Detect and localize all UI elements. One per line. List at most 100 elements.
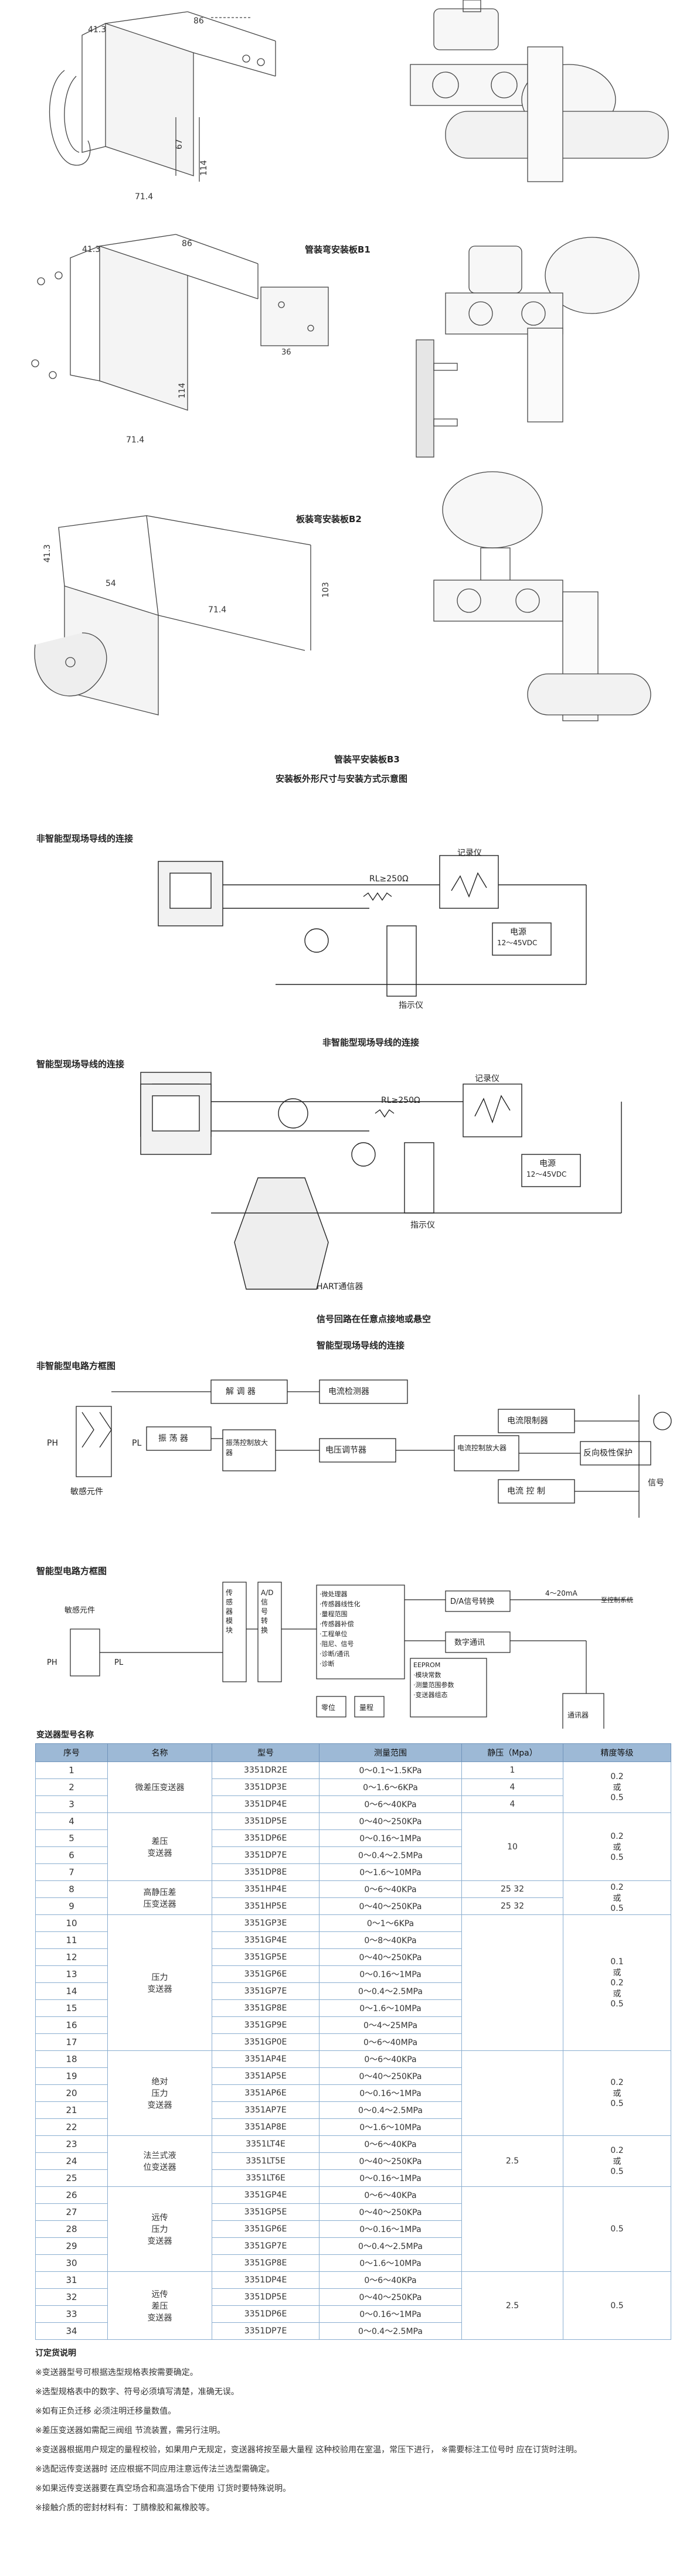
cell-no: 21 bbox=[35, 2101, 108, 2119]
th-range: 测量范围 bbox=[319, 1743, 462, 1762]
cell-model: 3351AP6E bbox=[212, 2084, 319, 2102]
cell-range: 0～1.6～10MPa bbox=[319, 1999, 462, 2017]
b1-caption: 管装弯安装板B1 bbox=[305, 244, 371, 255]
cell-no: 14 bbox=[35, 1982, 108, 2000]
cell-accuracy: 0.1 或 0.2 或 0.5 bbox=[563, 1914, 671, 2051]
cell-pressure: 4 bbox=[461, 1778, 563, 1796]
svg-text:67: 67 bbox=[175, 139, 184, 149]
svg-text:36: 36 bbox=[281, 348, 291, 357]
cell-pressure: 2.5 bbox=[461, 2135, 563, 2187]
current-detector-label: 电流检测器 bbox=[328, 1387, 369, 1396]
th-name: 名称 bbox=[107, 1743, 212, 1762]
comm-label: 数字通讯 bbox=[454, 1638, 485, 1647]
cell-no: 32 bbox=[35, 2288, 108, 2306]
pl-label: PL bbox=[132, 1439, 142, 1448]
cell-model: 3351HP5E bbox=[212, 1897, 319, 1915]
non-smart-circuit-diagram bbox=[76, 1379, 672, 1518]
current-limiter-label: 电流限制器 bbox=[507, 1416, 548, 1426]
current-amp-label: 电流控制放大器 bbox=[457, 1444, 507, 1452]
indicator-label-1: 指示仪 bbox=[399, 1001, 423, 1010]
svg-text:41.3: 41.3 bbox=[43, 544, 52, 563]
cell-range: 0～0.1～1.5KPa bbox=[319, 1761, 462, 1779]
cell-range: 0～6～40KPa bbox=[319, 2050, 462, 2068]
cell-range: 0～0.16～1MPa bbox=[319, 2305, 462, 2323]
cell-range: 0～0.4～2.5MPa bbox=[319, 1846, 462, 1864]
recorder-label-1: 记录仪 bbox=[457, 849, 482, 858]
cell-model: 3351DP6E bbox=[212, 2305, 319, 2323]
cell-model: 3351DP6E bbox=[212, 1829, 319, 1847]
eeprom-item: ·测量范围参数 bbox=[413, 1681, 454, 1689]
note-line: ※变送器型号可根据选型规格表按需要确定。 bbox=[35, 2368, 198, 2377]
cell-no: 30 bbox=[35, 2254, 108, 2272]
svg-text:41.3: 41.3 bbox=[82, 245, 100, 254]
cell-model: 3351DP7E bbox=[212, 1846, 319, 1864]
cell-range: 0～1～6KPa bbox=[319, 1914, 462, 1932]
cell-pressure: 2.5 bbox=[461, 2271, 563, 2340]
smart-wiring-diagram bbox=[140, 1083, 622, 1290]
note-line: ※如有正负迁移 必须注明迁移量数值。 bbox=[35, 2407, 176, 2416]
cell-pressure: 10 bbox=[461, 1812, 563, 1881]
cell-no: 3 bbox=[35, 1795, 108, 1813]
svg-text:41.3: 41.3 bbox=[88, 25, 106, 35]
smart-circuit-title: 智能型电路方框图 bbox=[36, 1566, 107, 1576]
ph-label: PH bbox=[47, 1439, 58, 1448]
note-line: ※如果远传变送器要在真空场合和高温场合下使用 订货时要特殊说明。 bbox=[35, 2484, 291, 2493]
cell-pressure: 25 32 bbox=[461, 1897, 563, 1915]
cell-no: 34 bbox=[35, 2322, 108, 2340]
cell-range: 0～1.6～10MPa bbox=[319, 2118, 462, 2136]
cell-no: 9 bbox=[35, 1897, 108, 1915]
cell-no: 28 bbox=[35, 2220, 108, 2238]
cell-name: 高静压差 压变送器 bbox=[107, 1880, 212, 1915]
cell-accuracy: 0.2 或 0.5 bbox=[563, 1812, 671, 1881]
cell-range: 0～0.16～1MPa bbox=[319, 2220, 462, 2238]
non-smart-wiring-caption: 非智能型现场导线的连接 bbox=[322, 1037, 420, 1048]
cell-no: 27 bbox=[35, 2203, 108, 2221]
cell-no: 20 bbox=[35, 2084, 108, 2102]
ad-label: A/D信号转换 bbox=[261, 1589, 274, 1634]
power-label-2: 电源 bbox=[539, 1159, 556, 1168]
cell-pressure bbox=[461, 1914, 563, 2051]
cell-range: 0～6～40KPa bbox=[319, 2271, 462, 2289]
out-label: 4～20mA bbox=[545, 1589, 577, 1597]
th-no: 序号 bbox=[35, 1743, 108, 1762]
cell-range: 0～0.4～2.5MPa bbox=[319, 2237, 462, 2255]
cell-accuracy: 0.2 或 0.5 bbox=[563, 1761, 671, 1813]
cell-model: 3351DP4E bbox=[212, 1795, 319, 1813]
cell-model: 3351AP8E bbox=[212, 2118, 319, 2136]
b2-caption: 板装弯安装板B2 bbox=[296, 514, 362, 524]
svg-text:71.4: 71.4 bbox=[135, 192, 153, 202]
cell-no: 31 bbox=[35, 2271, 108, 2289]
svg-text:103: 103 bbox=[321, 582, 331, 598]
transmitter-b1-drawing bbox=[410, 0, 669, 182]
cell-model: 3351GP8E bbox=[212, 2254, 319, 2272]
cell-range: 0～40～250KPa bbox=[319, 2203, 462, 2221]
note-line: ※差压变送器如需配三阀组 节流装置，需另行注明。 bbox=[35, 2426, 226, 2435]
cell-name: 微差压变送器 bbox=[107, 1761, 212, 1813]
cell-range: 0～0.4～2.5MPa bbox=[319, 2322, 462, 2340]
bracket-b3-drawing bbox=[34, 515, 311, 715]
sensor-module-label: 传感器模块 bbox=[226, 1589, 233, 1634]
svg-text:54: 54 bbox=[106, 579, 116, 588]
signal-label: 信号 bbox=[648, 1478, 664, 1488]
cell-accuracy: 0.2 或 0.5 bbox=[563, 2135, 671, 2187]
cell-name: 差压 变送器 bbox=[107, 1812, 212, 1881]
cell-no: 12 bbox=[35, 1948, 108, 1966]
reverse-prot-label: 反向极性保护 bbox=[583, 1449, 633, 1458]
micro-list: ·微处理器 ·传感器线性化 ·量程范围 ·传感器补偿 ·工程单位 ·阻尼、信号 … bbox=[319, 1589, 361, 1669]
cell-range: 0～0.16～1MPa bbox=[319, 1965, 462, 1983]
cell-pressure: 1 bbox=[461, 1761, 563, 1779]
svg-text:114: 114 bbox=[178, 383, 187, 398]
cell-no: 26 bbox=[35, 2186, 108, 2204]
table-title: 变送器型号名称 bbox=[36, 1730, 94, 1740]
smart-circuit-diagram bbox=[70, 1582, 633, 1729]
